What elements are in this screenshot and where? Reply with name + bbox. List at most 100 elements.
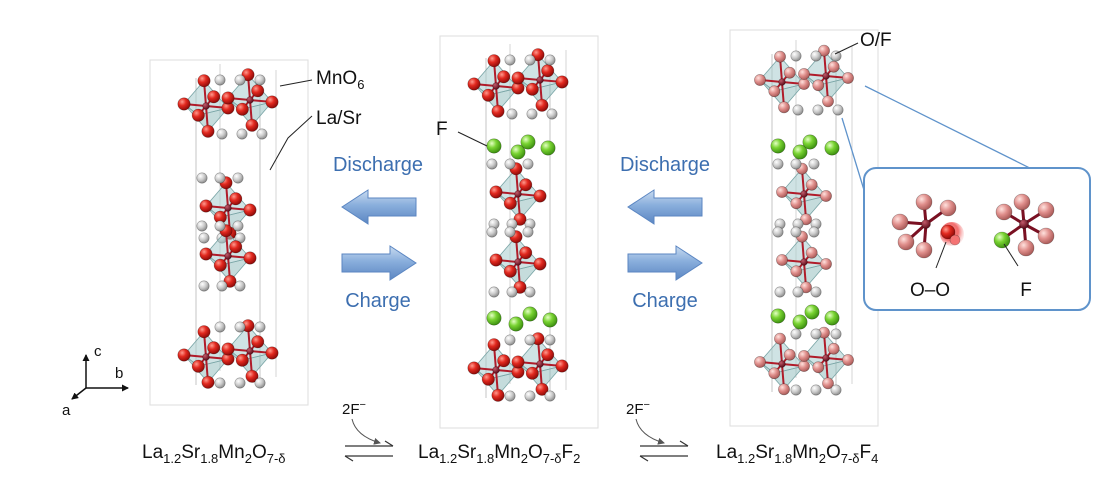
oxygen-atom <box>487 338 501 352</box>
oxygen-atom <box>535 382 549 396</box>
oxygen-atom <box>519 178 533 192</box>
oxygen-atom <box>541 64 555 78</box>
la-sr-atom <box>232 172 244 184</box>
structure <box>754 40 854 396</box>
oxygen-atom <box>842 354 854 366</box>
la-sr-atom <box>524 390 536 402</box>
manganese-atom <box>536 76 544 84</box>
manganese-atom <box>536 360 544 368</box>
fluoride-label-1: 2F− <box>342 399 366 418</box>
oxygen-atom <box>754 356 766 368</box>
la-sr-atom <box>544 54 556 66</box>
la-sr-atom <box>772 158 784 170</box>
discharge-arrow-2 <box>627 189 703 225</box>
la-sr-atom <box>792 286 804 298</box>
mno6-leader <box>279 79 313 87</box>
oxygen-atom <box>467 361 481 375</box>
oxygen-atom <box>822 95 834 108</box>
oxygen-atom <box>790 265 803 278</box>
inset-guide-bottom <box>841 117 865 191</box>
mno6-octahedron <box>221 319 279 383</box>
la-sr-atom <box>790 328 802 340</box>
la-sr-atom <box>486 226 498 238</box>
la-sr-atom <box>216 280 228 292</box>
la-sr-atom <box>486 158 498 170</box>
oxygen-atom <box>491 388 505 402</box>
oxygen-atom <box>812 361 825 374</box>
la-sr-atom <box>254 321 266 333</box>
la-sr-atom <box>772 226 784 238</box>
la-sr-atom <box>234 280 246 292</box>
oxygen-atom <box>1013 193 1031 211</box>
unit-cell-frame-1 <box>149 59 309 406</box>
f-octahedron <box>993 193 1055 257</box>
la-sr-atom <box>232 220 244 232</box>
discharge-label-2: Discharge <box>620 154 710 176</box>
oxygen-atom <box>229 240 243 254</box>
mno6-octahedron <box>177 325 235 389</box>
la-sr-atom <box>504 54 516 66</box>
la-sr-atom <box>832 104 844 116</box>
la-sr-atom <box>812 104 824 116</box>
la-sr-atom <box>524 286 536 298</box>
la-sr-atom <box>526 108 538 120</box>
oxygen-atom <box>197 325 211 339</box>
oxygen-atom <box>827 342 840 355</box>
oxygen-atom <box>949 234 961 246</box>
la-sr-atom <box>236 128 248 140</box>
mno6-octahedron <box>467 338 525 402</box>
oxygen-atom <box>915 241 933 259</box>
oxygen-atom <box>800 213 812 226</box>
oxygen-atom <box>525 82 539 96</box>
mno6-octahedron <box>199 224 257 288</box>
oxygen-atom <box>555 75 569 89</box>
of-leader <box>834 42 859 55</box>
mno6-octahedron <box>798 326 854 390</box>
oxygen-atom <box>798 78 810 90</box>
mno6-octahedron <box>177 74 235 138</box>
fluorine-atom <box>522 306 538 322</box>
la-sr-atom <box>198 280 210 292</box>
mno6-octahedron <box>754 332 810 396</box>
oxygen-atom <box>213 258 227 272</box>
of-label: O/F <box>860 30 892 51</box>
la-sr-atom <box>504 334 516 346</box>
la-sr-atom <box>790 226 802 238</box>
oxygen-atom <box>245 369 259 383</box>
fluorine-atom <box>542 312 558 328</box>
manganese-atom <box>224 252 232 260</box>
oxygen-atom <box>940 224 956 240</box>
oxygen-atom <box>177 97 191 111</box>
f-leader <box>457 131 488 147</box>
mno6-octahedron <box>489 230 547 294</box>
oxygen-atom <box>199 247 213 261</box>
oxygen-atom <box>915 193 933 211</box>
oxygen-atom <box>491 104 505 118</box>
la-sr-atom <box>254 377 266 389</box>
oxygen-atom <box>265 95 279 109</box>
oxygen-atom <box>812 79 825 92</box>
oxygen-atom <box>776 186 788 198</box>
charge-label-1: Charge <box>345 290 411 312</box>
oxygen-atom <box>535 98 549 112</box>
fluorine-atom <box>520 134 536 150</box>
la-sr-atom <box>234 321 246 333</box>
oxygen-atom <box>489 185 503 199</box>
manganese-atom <box>246 96 254 104</box>
fluorine-atom <box>804 304 820 320</box>
mno6-octahedron <box>776 230 832 294</box>
la-sr-atom <box>790 158 802 170</box>
oxygen-atom <box>820 190 832 202</box>
fluorine-atom <box>993 231 1011 249</box>
discharge-label-1: Discharge <box>333 154 423 176</box>
la-sr-atom <box>790 50 802 62</box>
manganese-atom <box>778 78 786 86</box>
la-sr-atom <box>808 158 820 170</box>
la-sr-atom <box>214 220 226 232</box>
la-sr-atom <box>216 128 228 140</box>
fluoride-label-2: 2F− <box>626 399 650 418</box>
fluorine-atom <box>824 140 840 156</box>
oxygen-atom <box>201 124 215 138</box>
fluorine-atom <box>802 134 818 150</box>
la-sr-atom <box>504 158 516 170</box>
